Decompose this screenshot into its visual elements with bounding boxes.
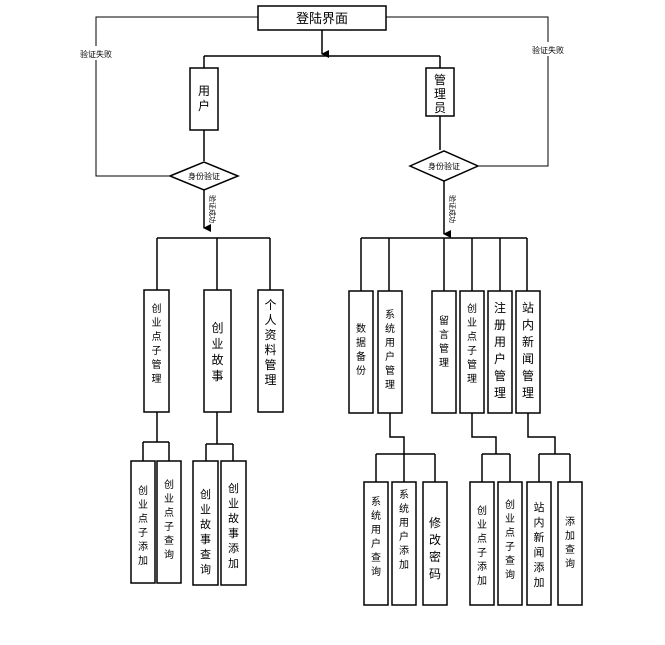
module-idea-mgmt-admin (459, 290, 485, 414)
leaf-news-add (526, 481, 552, 606)
success-label-right: 验证成功 (448, 195, 457, 223)
module-message-label: 留言管理 (439, 314, 449, 369)
module-message (431, 290, 457, 414)
leaf-story-add-label: 创业故事添加 (228, 482, 239, 570)
leaf-news-add-label: 站内新闻添加 (534, 500, 545, 589)
leaf-news-query-label: 添加查询 (565, 515, 575, 570)
fail-label-right: 验证失败 (532, 45, 564, 55)
leaf-idea-add (130, 460, 156, 584)
leaf-story-add (220, 460, 247, 586)
module-backup-label: 数据备份 (356, 322, 366, 377)
success-label-left: 验证成功 (208, 195, 217, 223)
module-reg-user-label: 注册用户管理 (494, 300, 506, 400)
leaf-news-query (557, 481, 583, 606)
fail-loop-right (386, 16, 549, 167)
user-box (189, 67, 219, 131)
leaf-idea-query (156, 460, 182, 584)
leaf-admin-idea-add (469, 481, 495, 606)
leaf-story-query (192, 460, 219, 586)
module-reg-user (487, 290, 513, 414)
leaf-admin-idea-add-label: 创业点子添加 (477, 504, 487, 587)
leaf-change-pwd (422, 481, 448, 606)
fail-loop-left (95, 16, 258, 177)
module-sys-user (377, 290, 403, 414)
auth-diamond-user (168, 161, 240, 191)
login-label: 登陆界面 (296, 11, 348, 27)
module-sys-user-label: 系统用户管理 (385, 309, 395, 391)
module-idea-mgmt-user-label: 创业点子管理 (152, 302, 162, 385)
user-label: 用户 (198, 84, 210, 113)
leaf-sys-add-label: 系统用户添加 (399, 489, 409, 571)
module-backup (348, 290, 374, 414)
leaf-sys-add (391, 481, 417, 606)
module-profile-label: 个人资料管理 (264, 298, 276, 387)
login-box (257, 5, 387, 31)
admin-label: 管理员 (434, 72, 446, 115)
auth-admin-label: 身份验证 (428, 161, 460, 171)
leaf-sys-query-label: 系统用户查询 (371, 496, 381, 578)
leaf-change-pwd-label: 修改密码 (429, 515, 441, 581)
leaf-idea-add-label: 创业点子添加 (138, 484, 148, 567)
module-idea-mgmt-admin-label: 创业点子管理 (467, 302, 477, 385)
fail-label-left: 验证失败 (80, 49, 112, 59)
leaf-admin-idea-query-label: 创业点子查询 (505, 498, 515, 581)
auth-user-label: 身份验证 (188, 171, 220, 181)
leaf-admin-idea-query (497, 481, 523, 606)
module-story-label: 创业故事 (211, 321, 223, 383)
leaf-story-query-label: 创业故事查询 (200, 488, 211, 576)
module-news-label: 站内新闻管理 (522, 301, 534, 400)
module-profile (257, 289, 284, 413)
leaf-idea-query-label: 创业点子查询 (164, 478, 174, 561)
module-story (203, 289, 232, 413)
auth-diamond-admin (408, 150, 480, 182)
leaf-sys-query (363, 481, 389, 606)
